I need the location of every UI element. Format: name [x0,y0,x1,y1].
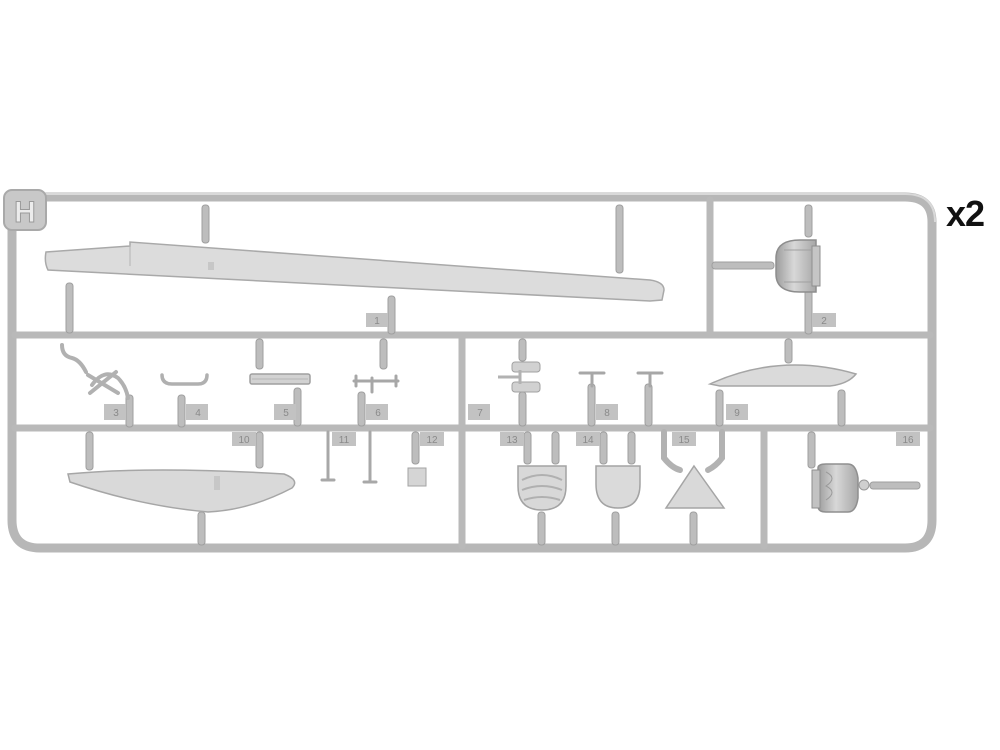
tag-11: 11 [332,432,356,446]
tag-10: 10 [232,432,256,446]
tag-14: 14 [576,432,600,446]
tag-11-label: 11 [339,435,350,446]
part-11-pin-with-disc [320,430,378,484]
tag-4-label: 4 [195,408,201,419]
sprue-letter-tag: H [3,189,47,231]
tag-14-label: 14 [582,435,594,446]
part-1-long-wing-strut [44,241,665,302]
part-number-tags: 1 2 3 4 5 6 7 8 9 10 11 12 13 14 15 16 [104,313,920,446]
tag-9: 9 [726,404,748,420]
tag-6: 6 [366,404,388,420]
tag-16-label: 16 [902,435,914,446]
tag-1: 1 [366,313,388,327]
part-2-engine-cowling [775,239,821,293]
part-8-t-pins [578,371,664,388]
tag-8: 8 [596,404,618,420]
tag-3: 3 [104,404,126,420]
tag-4: 4 [186,404,208,420]
part-16-engine-housing-detailed [811,463,870,513]
tag-12-label: 12 [426,435,438,446]
tag-12: 12 [420,432,444,446]
tag-2-label: 2 [821,316,827,327]
part-10-tail-fin [67,469,296,513]
tag-15: 15 [672,432,696,446]
tag-13: 13 [500,432,524,446]
tag-10-label: 10 [238,435,250,446]
part-5-straight-rod [249,373,311,385]
tag-5-label: 5 [283,408,289,419]
tag-3-label: 3 [113,408,119,419]
tag-7: 7 [468,404,490,420]
sprue-gates [65,204,921,546]
part-13-rounded-cover-textured [517,465,567,511]
part-9-curved-fairing [707,364,858,387]
part-12-square-plate [407,431,427,487]
tag-7-label: 7 [477,408,483,419]
tag-8-label: 8 [604,408,610,419]
part-14-rounded-cover-plain [595,465,641,509]
part-7-cylinder-fitting-pair [498,361,541,393]
tag-13-label: 13 [506,435,518,446]
sprue-quantity-label: x2 [946,193,985,234]
tag-2: 2 [812,313,836,327]
tag-9-label: 9 [734,408,740,419]
tag-6-label: 6 [375,408,381,419]
tag-5: 5 [274,404,296,420]
sprue-runners [11,196,934,550]
part-6-small-fitting [352,374,400,394]
tag-1-label: 1 [374,316,380,327]
tag-16: 16 [896,432,920,446]
sprue-letter: H [14,196,36,229]
part-15-triangle-plate [661,429,726,509]
tag-15-label: 15 [678,435,690,446]
part-4-u-bracket [160,373,209,386]
part-3-x-brace [60,343,130,400]
